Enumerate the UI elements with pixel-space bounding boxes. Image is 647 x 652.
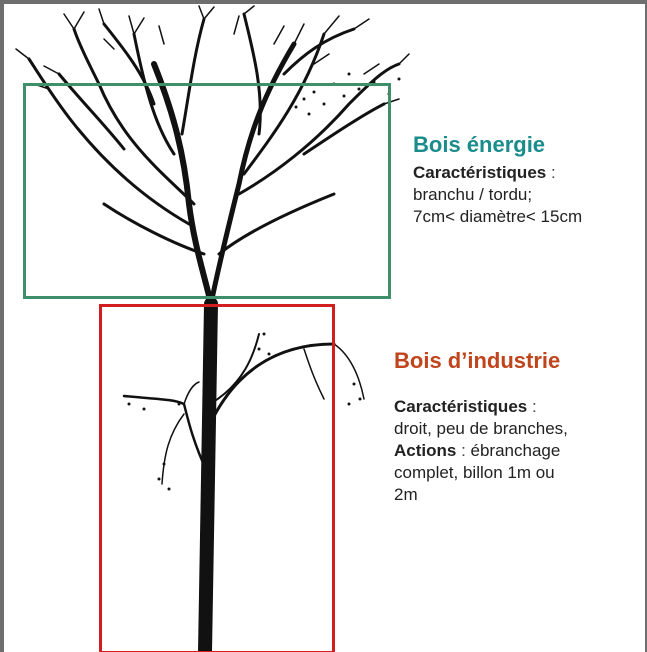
bois-energie-line-2: 7cm< diamètre< 15cm	[413, 206, 645, 228]
bois-industrie-box	[99, 304, 335, 652]
bois-industrie-char-line: droit, peu de branches,	[394, 418, 644, 440]
characteristics-key: Caractéristiques	[413, 163, 546, 182]
actions-separator: :	[456, 441, 470, 460]
actions-line-1: ébranchage	[471, 441, 561, 460]
bois-industrie-title: Bois d’industrie	[394, 348, 644, 374]
bois-energie-characteristics: Caractéristiques :	[413, 162, 645, 184]
bois-energie-line-1: branchu / tordu;	[413, 184, 645, 206]
actions-line-3: 2m	[394, 484, 644, 506]
bois-industrie-label: Bois d’industrie Caractéristiques : droi…	[394, 348, 644, 506]
bois-energie-label: Bois énergie Caractéristiques : branchu …	[413, 132, 645, 228]
bois-industrie-actions: Actions : ébranchage	[394, 440, 644, 462]
actions-line-2: complet, billon 1m ou	[394, 462, 644, 484]
bois-energie-title: Bois énergie	[413, 132, 645, 158]
bois-energie-box	[23, 83, 391, 299]
characteristics-separator: :	[527, 397, 536, 416]
bois-industrie-characteristics: Caractéristiques :	[394, 396, 644, 418]
actions-key: Actions	[394, 441, 456, 460]
diagram-canvas: Bois énergie Caractéristiques : branchu …	[4, 4, 645, 652]
characteristics-separator: :	[546, 163, 555, 182]
characteristics-key: Caractéristiques	[394, 397, 527, 416]
